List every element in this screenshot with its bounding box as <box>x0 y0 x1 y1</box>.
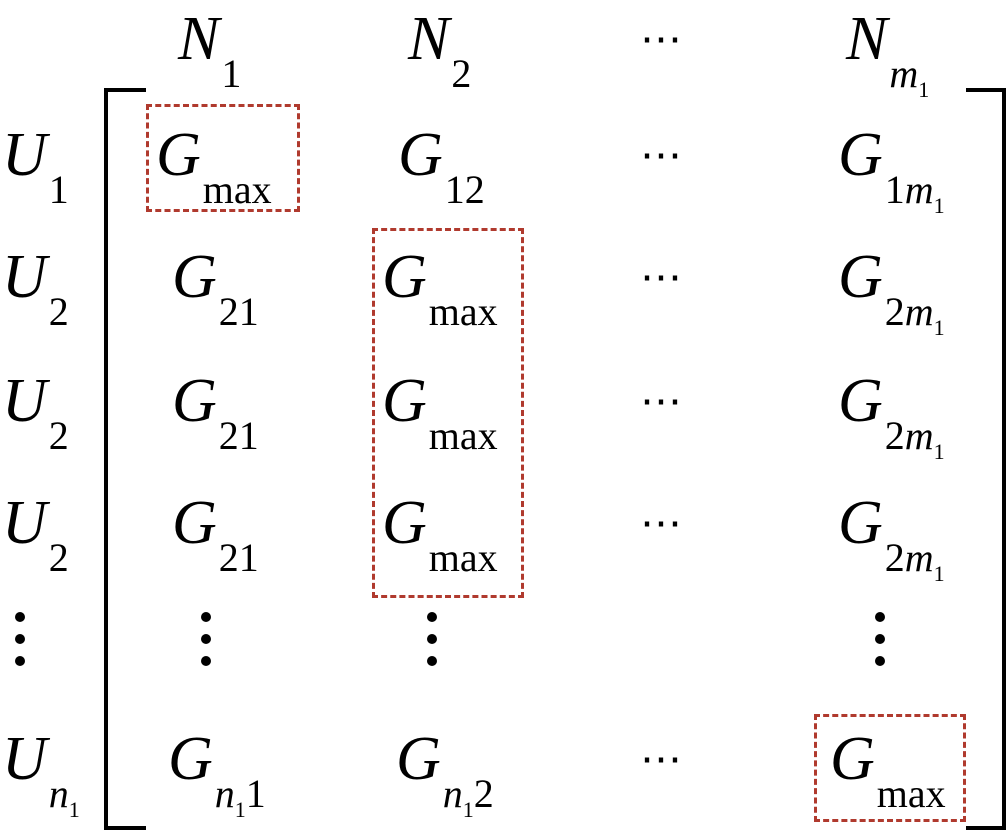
symbol-subscript: 2 <box>451 51 472 96</box>
symbol-base: G <box>830 725 875 793</box>
symbol-base: G <box>396 725 441 793</box>
symbol-subscript-var: n <box>48 771 69 816</box>
symbol-base: G <box>382 367 427 435</box>
cell-g-1m1: G1m1 <box>838 121 945 217</box>
symbol-subscript: max <box>428 535 498 580</box>
symbol-base: G <box>398 121 443 189</box>
cell-ellipsis: ⋯ <box>640 498 684 547</box>
symbol-subscript-var: m <box>904 167 934 212</box>
highlight-box-col2-rows2-4 <box>372 228 524 598</box>
symbol-subscript-var: m <box>904 413 934 458</box>
right-bracket <box>966 88 1006 830</box>
symbol-base: G <box>838 243 883 311</box>
symbol-subscript: 2 <box>48 289 69 334</box>
symbol-subscript-var: m <box>889 51 919 96</box>
symbol-base: U <box>2 725 47 793</box>
cell-g-21: G21 <box>172 489 259 578</box>
cell-g-21: G21 <box>172 243 259 332</box>
symbol-base: G <box>172 367 217 435</box>
symbol-subscript-lead: 1 <box>884 167 905 212</box>
symbol-base: G <box>172 243 217 311</box>
symbol-subscript-tail: 1 <box>245 771 266 816</box>
cell-g-max: Gmax <box>830 725 946 814</box>
symbol-subscript-var: m <box>904 289 934 334</box>
symbol-base: G <box>382 489 427 557</box>
cell-g-n1-2: Gn12 <box>396 725 494 821</box>
symbol-base: G <box>168 725 213 793</box>
symbol-subscript: 2 <box>48 413 69 458</box>
symbol-base: U <box>2 243 47 311</box>
symbol-subscript-sub: 1 <box>933 193 945 218</box>
cell-ellipsis: ⋯ <box>640 376 684 425</box>
symbol-subscript: 21 <box>218 413 259 458</box>
symbol-subscript: 12 <box>444 167 485 212</box>
symbol-subscript: max <box>428 289 498 334</box>
cell-g-2m1: G2m1 <box>838 243 945 339</box>
symbol-subscript-lead: 2 <box>884 289 905 334</box>
column-header-nm1: Nm1 <box>846 5 929 101</box>
symbol-subscript-sub: 1 <box>933 315 945 340</box>
symbol-subscript-var: m <box>904 535 934 580</box>
symbol-subscript-sub: 1 <box>933 439 945 464</box>
symbol-subscript-sub: 1 <box>933 561 945 586</box>
cell-g-2m1: G2m1 <box>838 489 945 585</box>
row-label-un1: Un1 <box>2 725 80 821</box>
symbol-subscript: 1 <box>48 167 69 212</box>
cell-g-21: G21 <box>172 367 259 456</box>
cell-ellipsis: ⋯ <box>640 130 684 179</box>
row-label-u2: U2 <box>2 489 69 578</box>
symbol-subscript-sub: 1 <box>918 77 930 102</box>
symbol-subscript: 21 <box>218 289 259 334</box>
symbol-base: N <box>178 5 220 73</box>
symbol-base: U <box>2 367 47 435</box>
row-label-u2: U2 <box>2 367 69 456</box>
highlight-box-rown-colm <box>814 714 966 822</box>
cell-g-2m1: G2m1 <box>838 367 945 463</box>
symbol-subscript-sub: 1 <box>234 797 246 822</box>
symbol-base: N <box>408 5 450 73</box>
column-header-n1: N1 <box>178 5 241 94</box>
symbol-subscript: 2 <box>48 535 69 580</box>
symbol-base: U <box>2 489 47 557</box>
cell-g-max: Gmax <box>382 243 498 332</box>
symbol-subscript-sub: 1 <box>68 797 80 822</box>
symbol-subscript: max <box>428 413 498 458</box>
symbol-base: G <box>838 367 883 435</box>
symbol-base: G <box>172 489 217 557</box>
cell-g-max: Gmax <box>382 489 498 578</box>
cell-g-n1-1: Gn11 <box>168 725 266 821</box>
cell-ellipsis: ⋯ <box>640 734 684 783</box>
symbol-base: G <box>156 121 201 189</box>
row-label-u2: U2 <box>2 243 69 332</box>
symbol-subscript: max <box>202 167 272 212</box>
symbol-subscript: 21 <box>218 535 259 580</box>
symbol-subscript-var: n <box>442 771 463 816</box>
symbol-base: G <box>382 243 427 311</box>
symbol-subscript-lead: 2 <box>884 413 905 458</box>
cell-g-max: Gmax <box>382 367 498 456</box>
symbol-subscript-lead: 2 <box>884 535 905 580</box>
symbol-base: N <box>846 5 888 73</box>
symbol-subscript: max <box>876 771 946 816</box>
cell-g-max: Gmax <box>156 121 272 210</box>
symbol-subscript-var: n <box>214 771 235 816</box>
symbol-base: G <box>838 489 883 557</box>
column-header-n2: N2 <box>408 5 471 94</box>
symbol-subscript-tail: 2 <box>473 771 494 816</box>
symbol-subscript: 1 <box>221 51 242 96</box>
cell-ellipsis: ⋯ <box>640 252 684 301</box>
highlight-box-row1-col1 <box>146 104 300 212</box>
column-header-ellipsis: ⋯ <box>640 14 684 63</box>
row-label-u1: U1 <box>2 121 69 210</box>
symbol-subscript-sub: 1 <box>462 797 474 822</box>
left-bracket <box>104 88 146 830</box>
symbol-base: U <box>2 121 47 189</box>
symbol-base: G <box>838 121 883 189</box>
cell-g-12: G12 <box>398 121 485 210</box>
